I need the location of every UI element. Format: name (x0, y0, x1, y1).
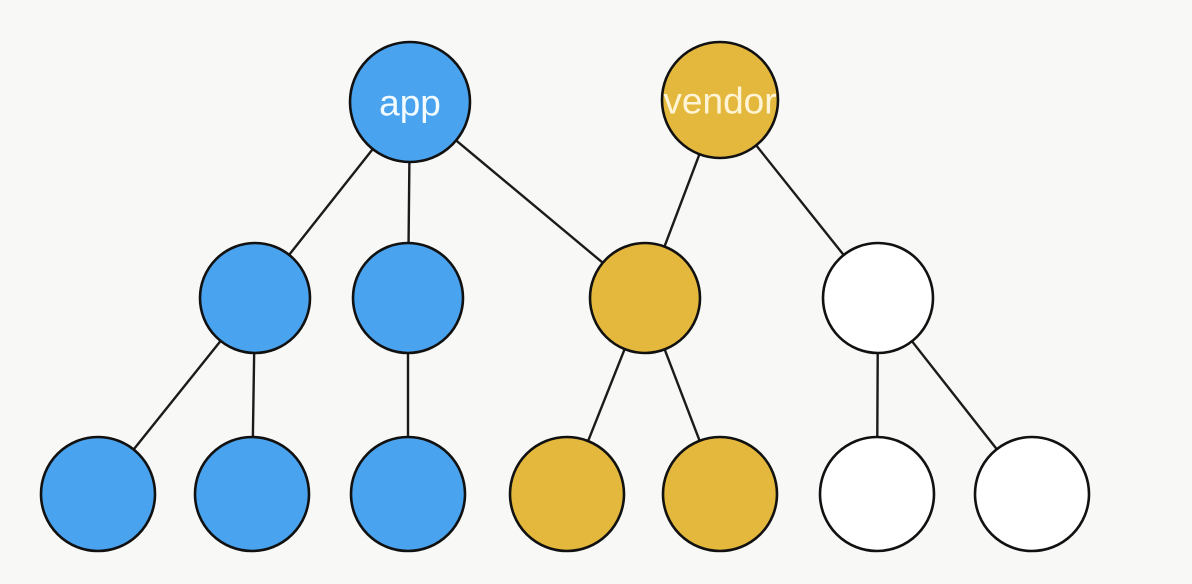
node-circle[interactable] (39, 435, 157, 553)
node-circle[interactable] (661, 435, 779, 553)
graph-edge (131, 338, 223, 452)
node-circle[interactable] (348, 40, 472, 164)
graph-edge (251, 350, 256, 440)
graph-edge (453, 138, 606, 265)
node-circle[interactable] (588, 241, 702, 355)
graph-edge (586, 346, 627, 444)
graph-edge (909, 338, 999, 452)
graph-edge (662, 346, 702, 444)
node-circle[interactable] (660, 40, 780, 160)
graph-node-vendor[interactable]: vendor (660, 40, 780, 160)
node-circle[interactable] (818, 435, 936, 553)
graph-node[interactable] (821, 241, 935, 355)
node-label: vendor (663, 81, 776, 122)
graph-edge (754, 142, 846, 258)
graph-node[interactable] (39, 435, 157, 553)
graph-node[interactable] (193, 435, 311, 553)
graph-edge (407, 159, 411, 246)
graph-node[interactable] (351, 241, 465, 355)
node-circle[interactable] (821, 241, 935, 355)
node-circle[interactable] (351, 241, 465, 355)
graph-node[interactable] (508, 435, 626, 553)
graph-node-app[interactable]: app (348, 40, 472, 164)
node-circle[interactable] (193, 435, 311, 553)
graph-node[interactable] (973, 435, 1091, 553)
graph-node[interactable] (818, 435, 936, 553)
node-circle[interactable] (349, 435, 467, 553)
node-layer: app vendor (39, 40, 1091, 553)
node-circle[interactable] (508, 435, 626, 553)
graph-node[interactable] (198, 241, 312, 355)
graph-edge (286, 146, 375, 258)
node-circle[interactable] (198, 241, 312, 355)
graph-edge (662, 151, 702, 250)
graph-node[interactable] (349, 435, 467, 553)
node-label: app (379, 83, 441, 124)
graph-node[interactable] (588, 241, 702, 355)
graph-node[interactable] (661, 435, 779, 553)
node-circle[interactable] (973, 435, 1091, 553)
edge-layer (131, 138, 999, 452)
